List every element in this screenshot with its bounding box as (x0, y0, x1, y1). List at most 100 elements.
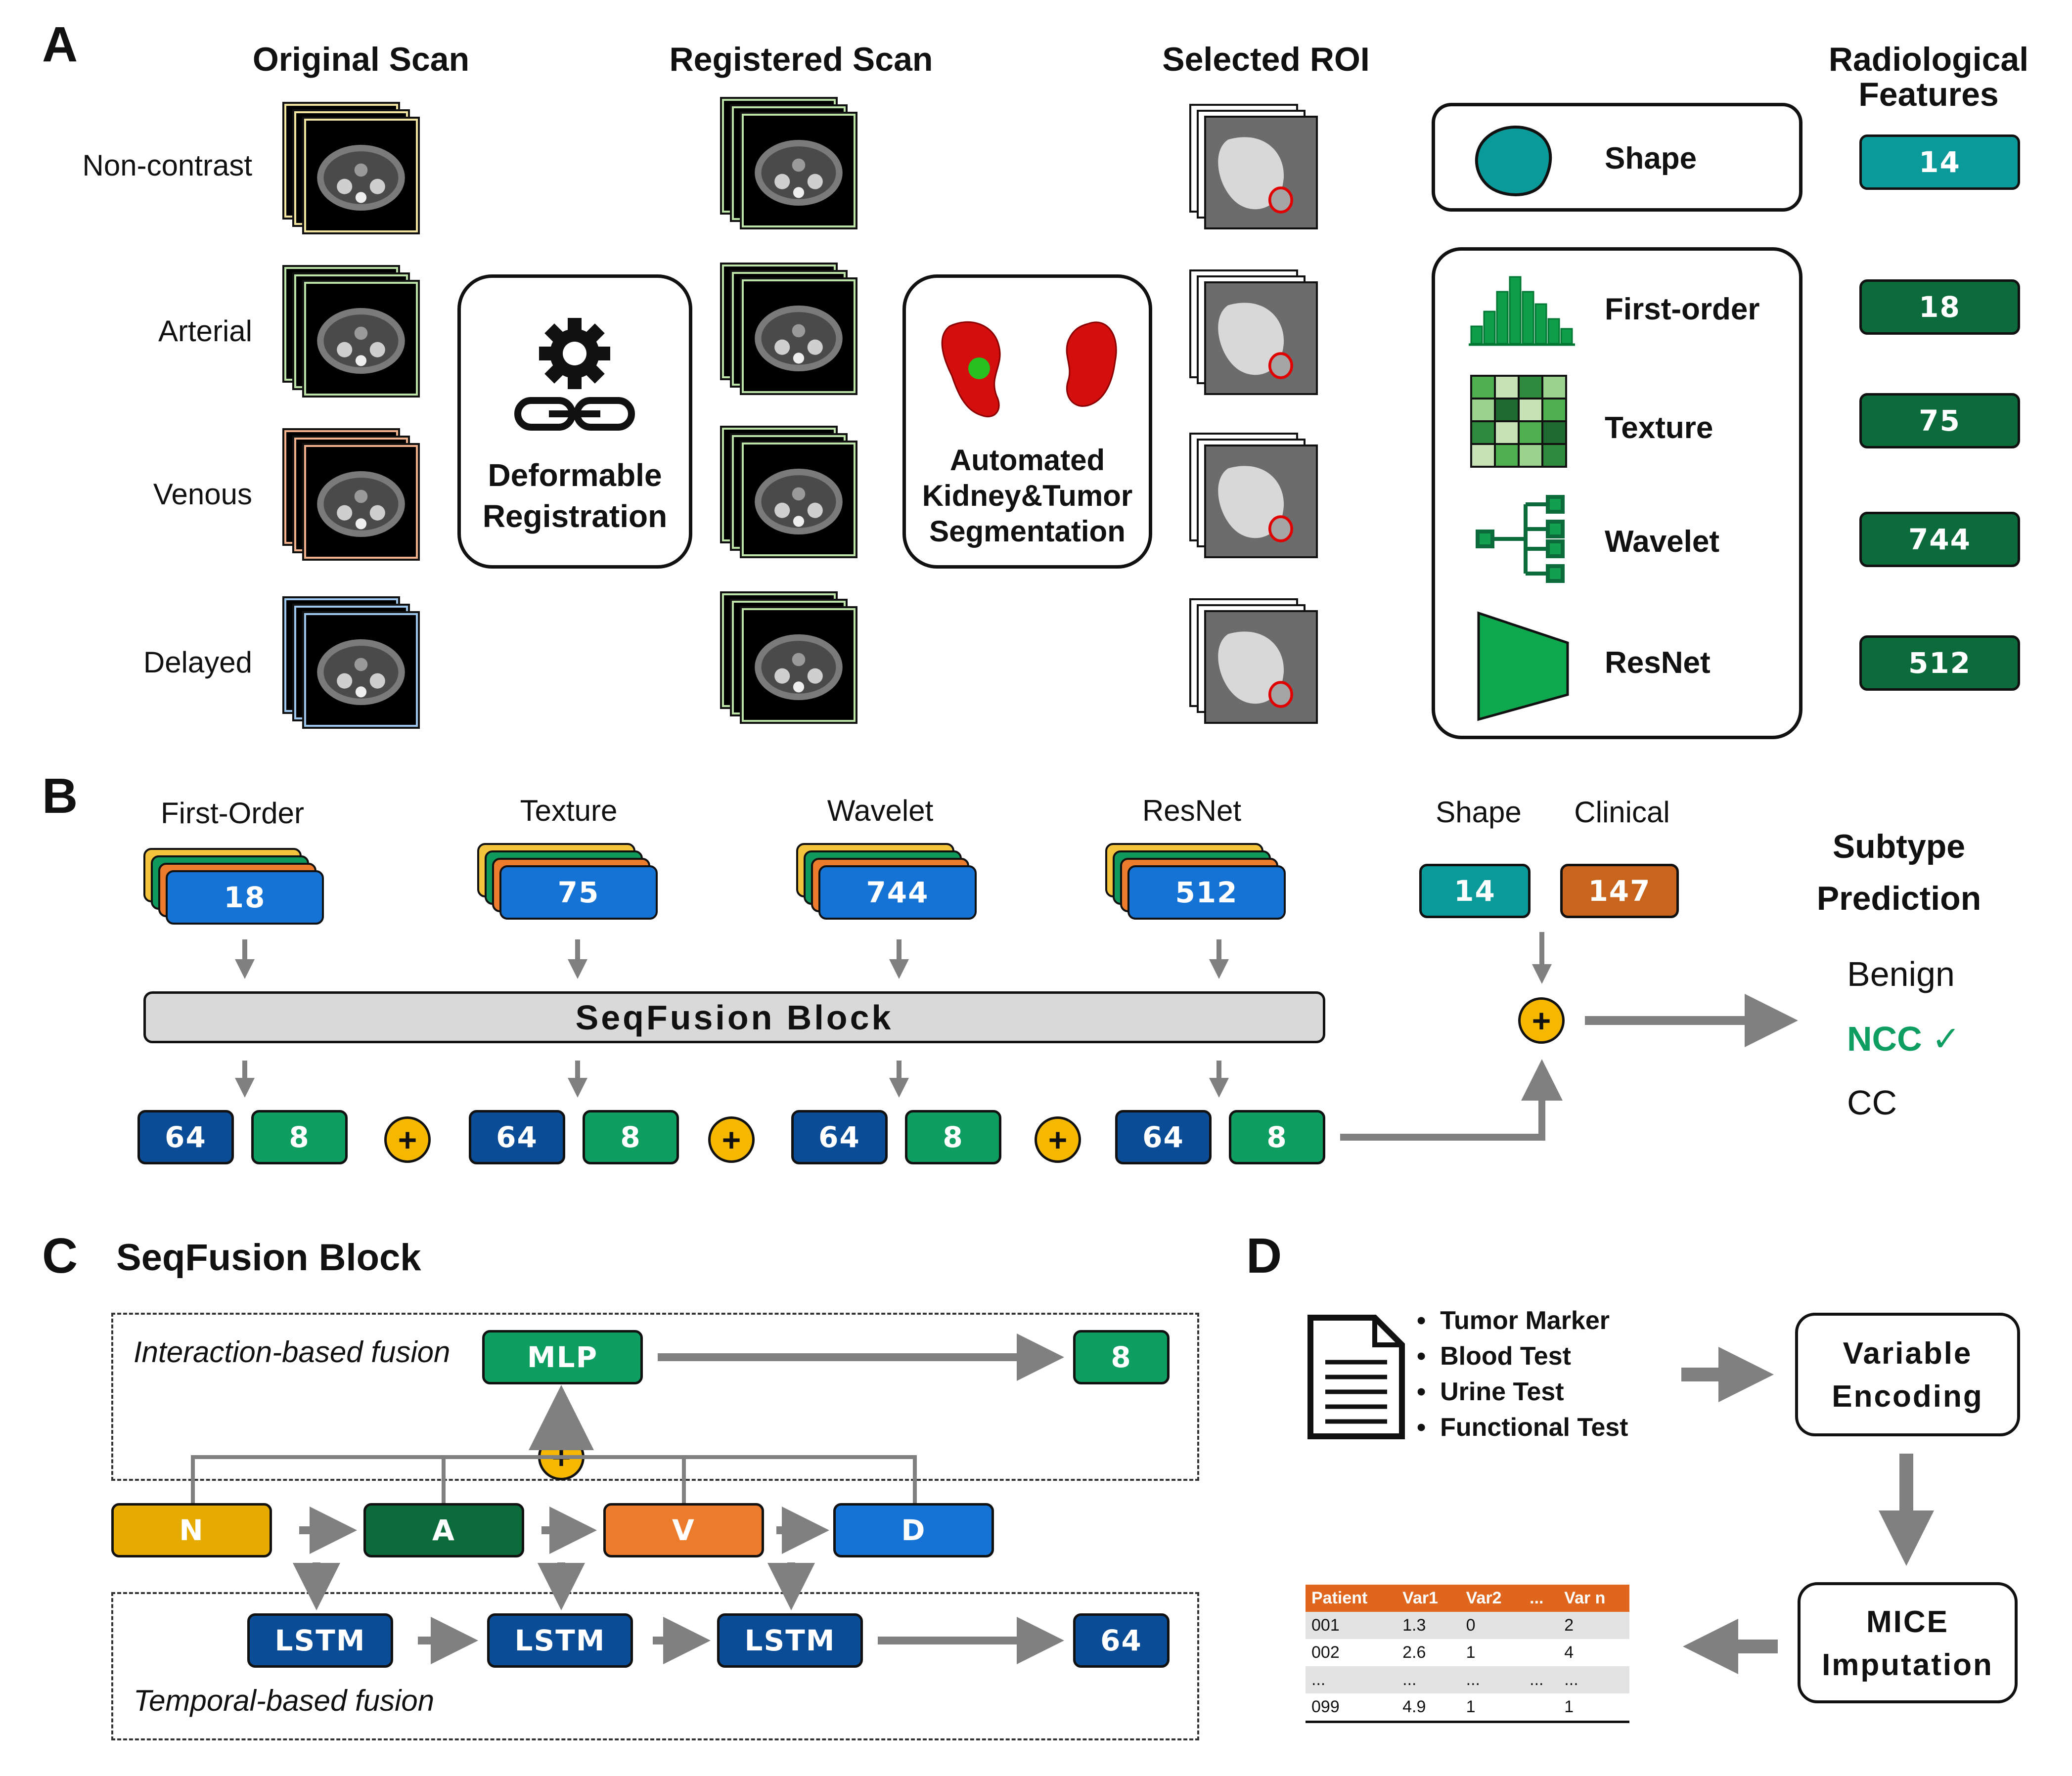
plus-icon: + (1035, 1116, 1081, 1163)
clinical-tests-list: • Tumor Marker • Blood Test • Urine Test… (1417, 1303, 1628, 1445)
resnet-count: 512 (1859, 635, 2020, 691)
out-temporal-2: 64 (469, 1110, 565, 1164)
out-interaction-1: 8 (251, 1110, 348, 1164)
original-scan-delayed (284, 598, 428, 737)
test-item: • Urine Test (1417, 1377, 1564, 1406)
segmentation-label: Automated Kidney&Tumor Segmentation (922, 444, 1133, 548)
panel-a-letter: A (42, 17, 78, 72)
original-scan-arterial (284, 267, 428, 405)
radiological-features-header: Radiological Features (1828, 41, 2029, 114)
shape-count-b: 14 (1419, 864, 1531, 918)
mice-imputation-label: MICE Imputation (1822, 1605, 1993, 1682)
clinical-b-label: Clinical (1574, 796, 1670, 829)
document-icon (1307, 1315, 1405, 1439)
resnet-group-label: ResNet (1142, 794, 1242, 827)
texture-stack: 75 (477, 843, 665, 927)
bullet-icon: • (1417, 1413, 1441, 1442)
mice-imputation-box (1798, 1582, 2018, 1703)
table-header: Patient (1306, 1585, 1397, 1612)
out-temporal-1: 64 (137, 1110, 234, 1164)
wavelet-feature-label: Wavelet (1605, 525, 1720, 559)
table-header-row: Patient Var1 Var2 ... Var n (1306, 1585, 1629, 1612)
ct-slice-icon (755, 468, 843, 535)
table-header: Var2 (1460, 1585, 1524, 1612)
roi-crop-icon (1206, 283, 1316, 393)
roi-scan-2 (1189, 269, 1325, 403)
first-order-count-b: 18 (166, 870, 324, 925)
wavelet-group-label: Wavelet (827, 794, 934, 827)
ct-slice-icon (755, 634, 843, 701)
table-header: Var1 (1396, 1585, 1460, 1612)
phase-label-venous: Venous (153, 478, 252, 511)
resnet-count-b: 512 (1127, 865, 1286, 920)
wavelet-count-b: 744 (818, 865, 977, 920)
ct-slice-icon (317, 471, 405, 537)
registered-scan-3 (722, 428, 865, 566)
plus-icon: + (708, 1116, 755, 1163)
texture-count-b: 75 (499, 865, 658, 920)
original-scan-header: Original Scan (252, 41, 470, 78)
phase-label-arterial: Arterial (158, 314, 252, 348)
roi-crop-icon (1206, 612, 1316, 722)
test-item: • Tumor Marker (1417, 1306, 1610, 1335)
out-interaction-2: 8 (583, 1110, 679, 1164)
variable-encoding-box (1795, 1313, 2020, 1436)
first-order-stack: 18 (143, 848, 331, 932)
panel-d-letter: D (1246, 1228, 1282, 1284)
registered-scan-4 (722, 593, 865, 732)
mlp-output: 8 (1073, 1330, 1170, 1384)
plus-icon: + (1518, 997, 1565, 1044)
registered-scan-2 (722, 265, 865, 403)
seqfusion-block-bar: SeqFusion Block (143, 991, 1325, 1043)
panel-b-letter: B (42, 768, 78, 824)
temporal-fusion-label: Temporal-based fusion (134, 1684, 435, 1717)
shape-count: 14 (1859, 134, 2020, 190)
ct-slice-icon (317, 639, 405, 706)
bullet-icon: • (1417, 1342, 1441, 1371)
texture-group-label: Texture (520, 794, 618, 827)
phase-node-a: A (363, 1503, 524, 1557)
plus-icon: + (538, 1434, 585, 1480)
ct-slice-icon (317, 144, 405, 211)
texture-count: 75 (1859, 393, 2020, 448)
phase-node-v: V (603, 1503, 764, 1557)
roi-scan-4 (1189, 598, 1325, 732)
roi-crop-icon (1206, 118, 1316, 227)
table-header: ... (1524, 1585, 1559, 1612)
shape-b-label: Shape (1436, 796, 1522, 829)
bullet-icon: • (1417, 1377, 1441, 1406)
deformable-registration-label: Deformable Registration (482, 457, 668, 534)
phase-node-n: N (111, 1503, 272, 1557)
class-ncc: NCC ✓ (1847, 1020, 1961, 1058)
shape-feature-label: Shape (1605, 141, 1697, 176)
seqfusion-title: SeqFusion Block (116, 1237, 421, 1279)
lstm-output: 64 (1073, 1613, 1170, 1668)
arrow-icon (1340, 1059, 1563, 1141)
selected-roi-header: Selected ROI (1162, 41, 1370, 78)
roi-scan-3 (1189, 433, 1325, 566)
out-interaction-4: 8 (1229, 1110, 1325, 1164)
first-order-group-label: First-Order (161, 797, 304, 830)
out-temporal-3: 64 (791, 1110, 888, 1164)
out-temporal-4: 64 (1115, 1110, 1212, 1164)
ct-slice-icon (755, 305, 843, 372)
roi-scan-1 (1189, 104, 1325, 237)
wavelet-count: 744 (1859, 512, 2020, 567)
original-scan-non-contrast (284, 104, 428, 242)
test-item: • Functional Test (1417, 1413, 1628, 1442)
plus-icon: + (384, 1116, 431, 1163)
original-scan-venous (284, 430, 428, 569)
class-benign: Benign (1847, 955, 1955, 993)
texture-feature-label: Texture (1605, 411, 1713, 445)
lstm-node-2: LSTM (487, 1613, 633, 1668)
resnet-feature-label: ResNet (1605, 646, 1711, 680)
wavelet-stack: 744 (796, 843, 984, 927)
subtype-prediction-title: Subtype Prediction (1816, 828, 1982, 918)
class-cc: CC (1847, 1083, 1897, 1122)
mlp-node: MLP (482, 1330, 643, 1384)
ct-slice-icon (317, 308, 405, 374)
